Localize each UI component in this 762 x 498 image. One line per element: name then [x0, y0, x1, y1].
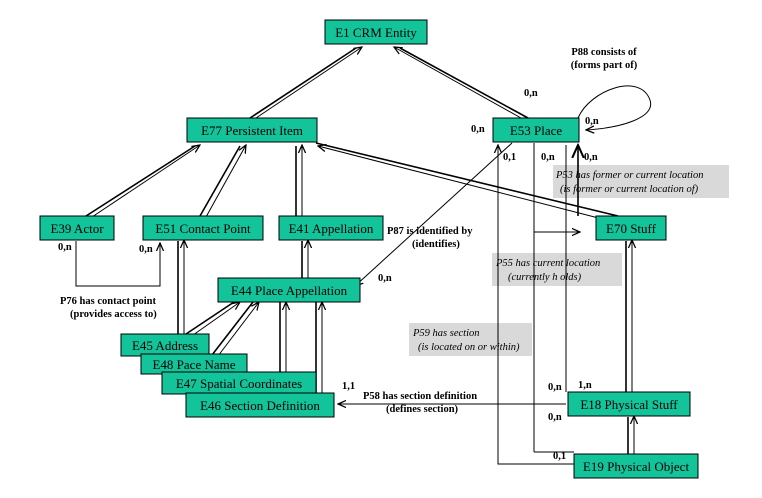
p87-label: P87 is identified by [387, 226, 473, 237]
node-e41-label: E41 Appellation [289, 221, 374, 236]
card-e53-b1: 0,1 [503, 152, 516, 163]
node-e70[interactable]: E70 Stuff [595, 215, 667, 241]
node-e41[interactable]: E41 Appellation [278, 215, 384, 241]
node-e45-label: E45 Address [132, 338, 198, 353]
isa-e77-e1 [249, 47, 357, 119]
p58-label: P58 has section definition [363, 391, 477, 402]
isa-e45-e44 [179, 301, 235, 339]
node-e47-label: E47 Spatial Coordinates [176, 376, 302, 391]
card-e51: 0,n [139, 244, 153, 255]
card-p58: 1,1 [342, 381, 355, 392]
p53-label: P53 has former or current location [555, 170, 703, 181]
card-e53-b2: 0,n [541, 152, 555, 163]
node-e48-label: E48 Pace Name [152, 357, 235, 372]
isa-e53-e1 [399, 47, 529, 119]
card-p88-top: 0,n [524, 88, 538, 99]
node-e18-label: E18 Physical Stuff [580, 397, 678, 412]
card-e18-0n: 0,n [548, 382, 562, 393]
node-e18[interactable]: E18 Physical Stuff [567, 391, 691, 417]
link-p76 [75, 241, 160, 287]
card-p88-right: 0,n [585, 116, 599, 127]
p59-label: P59 has section [412, 328, 480, 339]
p87-inverse-label: (identifies) [412, 239, 460, 250]
node-e51[interactable]: E51 Contact Point [142, 215, 264, 241]
p88-inverse-label: (forms part of) [571, 60, 638, 71]
card-e18-1n: 1,n [578, 380, 592, 391]
p88-label: P88 consists of [571, 47, 637, 58]
isa-e70-e77 [315, 142, 619, 217]
link-p59 [498, 145, 574, 465]
p58-inverse-label: (defines section) [386, 404, 459, 415]
p59-inverse-label: (is located on or within) [418, 342, 520, 353]
node-e48[interactable]: E48 Pace Name [140, 353, 248, 375]
p76-label: P76 has contact point [60, 296, 156, 307]
p76-inverse-label: (provides access to) [70, 309, 157, 320]
node-e19-label: E19 Physical Object [583, 459, 690, 474]
node-e39-label: E39 Actor [50, 221, 104, 236]
p59-label-bg [409, 323, 532, 356]
node-e44-label: E44 Place Appellation [231, 283, 348, 298]
card-p87: 0,n [378, 273, 392, 284]
link-p88 [577, 85, 652, 130]
isa-e39-e77 [85, 145, 196, 217]
node-e53[interactable]: E53 Place [492, 117, 580, 143]
link-p87 [355, 142, 513, 286]
card-e19: 0,1 [553, 451, 566, 462]
card-e53-b3: 0,n [584, 152, 598, 163]
p55-label: P55 has current location [495, 258, 600, 269]
node-e19[interactable]: E19 Physical Object [573, 453, 699, 479]
p53-inverse-label: (is former or current location of) [560, 184, 699, 195]
node-e45[interactable]: E45 Address [120, 333, 210, 357]
property-links [75, 85, 652, 465]
card-e18-0n-b: 0,n [548, 412, 562, 423]
node-e47[interactable]: E47 Spatial Coordinates [161, 371, 317, 395]
node-e44[interactable]: E44 Place Appellation [217, 277, 361, 303]
node-e39[interactable]: E39 Actor [39, 215, 115, 241]
node-e51-label: E51 Contact Point [155, 221, 251, 236]
node-e46[interactable]: E46 Section Definition [185, 392, 335, 418]
node-e1-label: E1 CRM Entity [335, 25, 417, 40]
isa-links [85, 47, 634, 454]
p53-label-bg [553, 165, 729, 198]
node-e53-label: E53 Place [510, 123, 563, 138]
card-e39: 0,n [58, 242, 72, 253]
p55-label-bg [492, 253, 622, 286]
card-e53-left: 0,n [471, 124, 485, 135]
isa-e51-e77 [199, 145, 241, 217]
node-e1[interactable]: E1 CRM Entity [324, 19, 428, 45]
node-e77[interactable]: E77 Persistent Item [186, 117, 318, 143]
node-e46-label: E46 Section Definition [200, 398, 320, 413]
p55-inverse-label: (currently h olds) [508, 272, 582, 283]
node-e77-label: E77 Persistent Item [201, 123, 303, 138]
isa-e48-e44 [211, 301, 254, 356]
node-e70-label: E70 Stuff [606, 221, 657, 236]
